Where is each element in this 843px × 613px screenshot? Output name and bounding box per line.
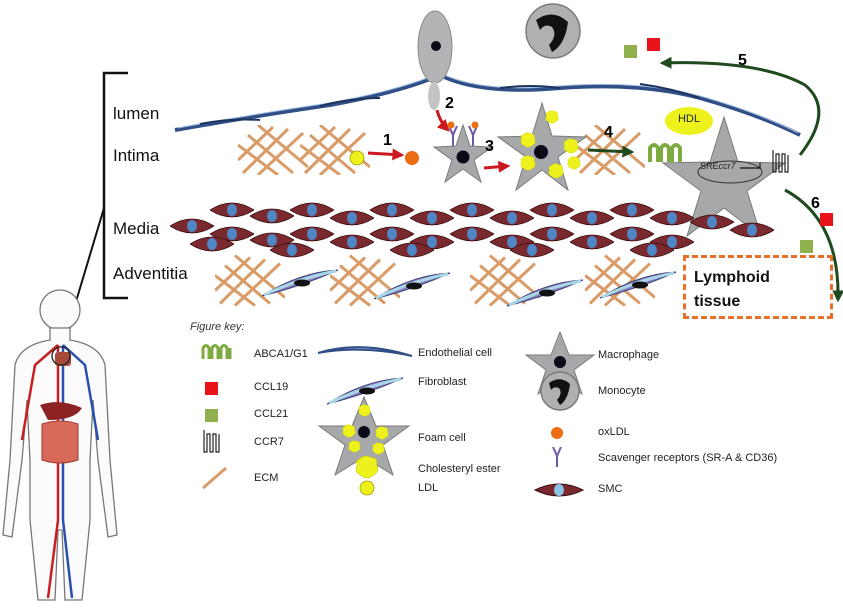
key-icon-endothelial [317,346,413,357]
step-number-1: 1 [383,132,392,149]
key-icon-smc [533,483,585,497]
step4-arrow [587,145,635,158]
hdl-particle [665,107,713,135]
key-icon-oxldl [551,427,563,439]
key-label-macrophage: Macrophage [598,349,660,361]
step-number-3: 3 [485,138,494,155]
layer-label-lumen: lumen [113,104,160,123]
macrophage-cell [432,121,494,184]
lymphoid-word: Lymphoid [694,269,770,286]
oxldl-particle [405,151,419,165]
step2-arrow [435,109,450,132]
key-icon-ccl19 [205,382,218,395]
layer-label-adventitia: Adventitia [113,264,188,283]
ecm-fibers [215,253,285,308]
key-icon-monocyte [540,371,580,411]
layer-label-intima: Intima [113,146,160,165]
human-body-figure [2,289,118,601]
key-label-ldl: LDL [418,482,439,494]
emigrating-macrophage [661,115,787,238]
key-icon-ecm [202,466,227,490]
step3-arrow [483,160,511,173]
tissue-word: tissue [694,293,741,310]
ccr7-receptor [772,150,789,173]
key-label-smc: SMC [598,483,623,495]
key-icon-cholesteryl-ester [355,455,379,479]
hdl-label: HDL [677,113,700,125]
abca1-transporter [648,143,682,162]
ecm-fibers [300,125,370,175]
step6-arrow [784,188,843,303]
key-label-monocyte: Monocyte [598,385,646,397]
fibroblast-cell [260,268,340,298]
step-number-5: 5 [738,52,747,69]
intestines-organ [41,420,79,464]
monocyte [525,3,581,59]
liver-organ [40,402,82,420]
key-label-ccl19: CCL19 [254,381,289,393]
layer-bracket [102,71,128,300]
step5-arrow [659,56,821,156]
key-label-foam-cell: Foam cell [418,432,466,444]
key-label-ecm: ECM [254,472,279,484]
key-label-ccl21: CCL21 [254,408,289,420]
step-number-6: 6 [811,195,820,212]
media-smc-layer [170,202,774,258]
lymphoid-tissue-label: Lymphoid tissue [694,266,770,314]
ecm-fibers [330,253,400,308]
transmigrating-monocyte [417,10,453,110]
layer-label-media: Media [113,219,160,238]
ccl21-marker [624,45,637,58]
key-label-cholesteryl-ester: Cholesteryl ester [418,463,501,475]
sre-label: SREccr7 [700,161,736,171]
ccl19-marker [820,213,833,226]
key-icon-ccl21 [205,409,218,422]
step-number-2: 2 [445,95,454,112]
ecm-fibers [238,125,308,175]
step1-arrow [367,148,405,161]
zoom-circle [51,346,71,366]
key-label-fibroblast: Fibroblast [418,376,467,388]
sre-text: SRE [700,161,719,171]
endothelial-lining [174,72,801,137]
key-label-endothelial: Endothelial cell [418,347,492,359]
fibroblast-cell [505,278,585,308]
key-label-oxldl: oxLDL [598,426,630,438]
key-label-scavenger: Scavenger receptors (SR-A & CD36) [598,452,778,464]
key-label-ccr7: CCR7 [254,436,284,448]
key-icon-abca1 [201,344,232,359]
sre-gene-text: ccr7 [718,161,736,171]
key-icon-scavenger [552,447,562,467]
figure-key-title: Figure key: [190,321,245,333]
lymphoid-tissue-box [683,255,833,319]
step-number-4: 4 [604,124,613,141]
ccl19-marker [647,38,660,51]
key-icon-ccr7 [203,430,220,453]
foam-cell [496,101,588,192]
key-label-abca1: ABCA1/G1 [254,348,308,360]
ldl-particle [349,150,365,166]
ccl21-marker [800,240,813,253]
key-icon-ldl [359,480,375,496]
